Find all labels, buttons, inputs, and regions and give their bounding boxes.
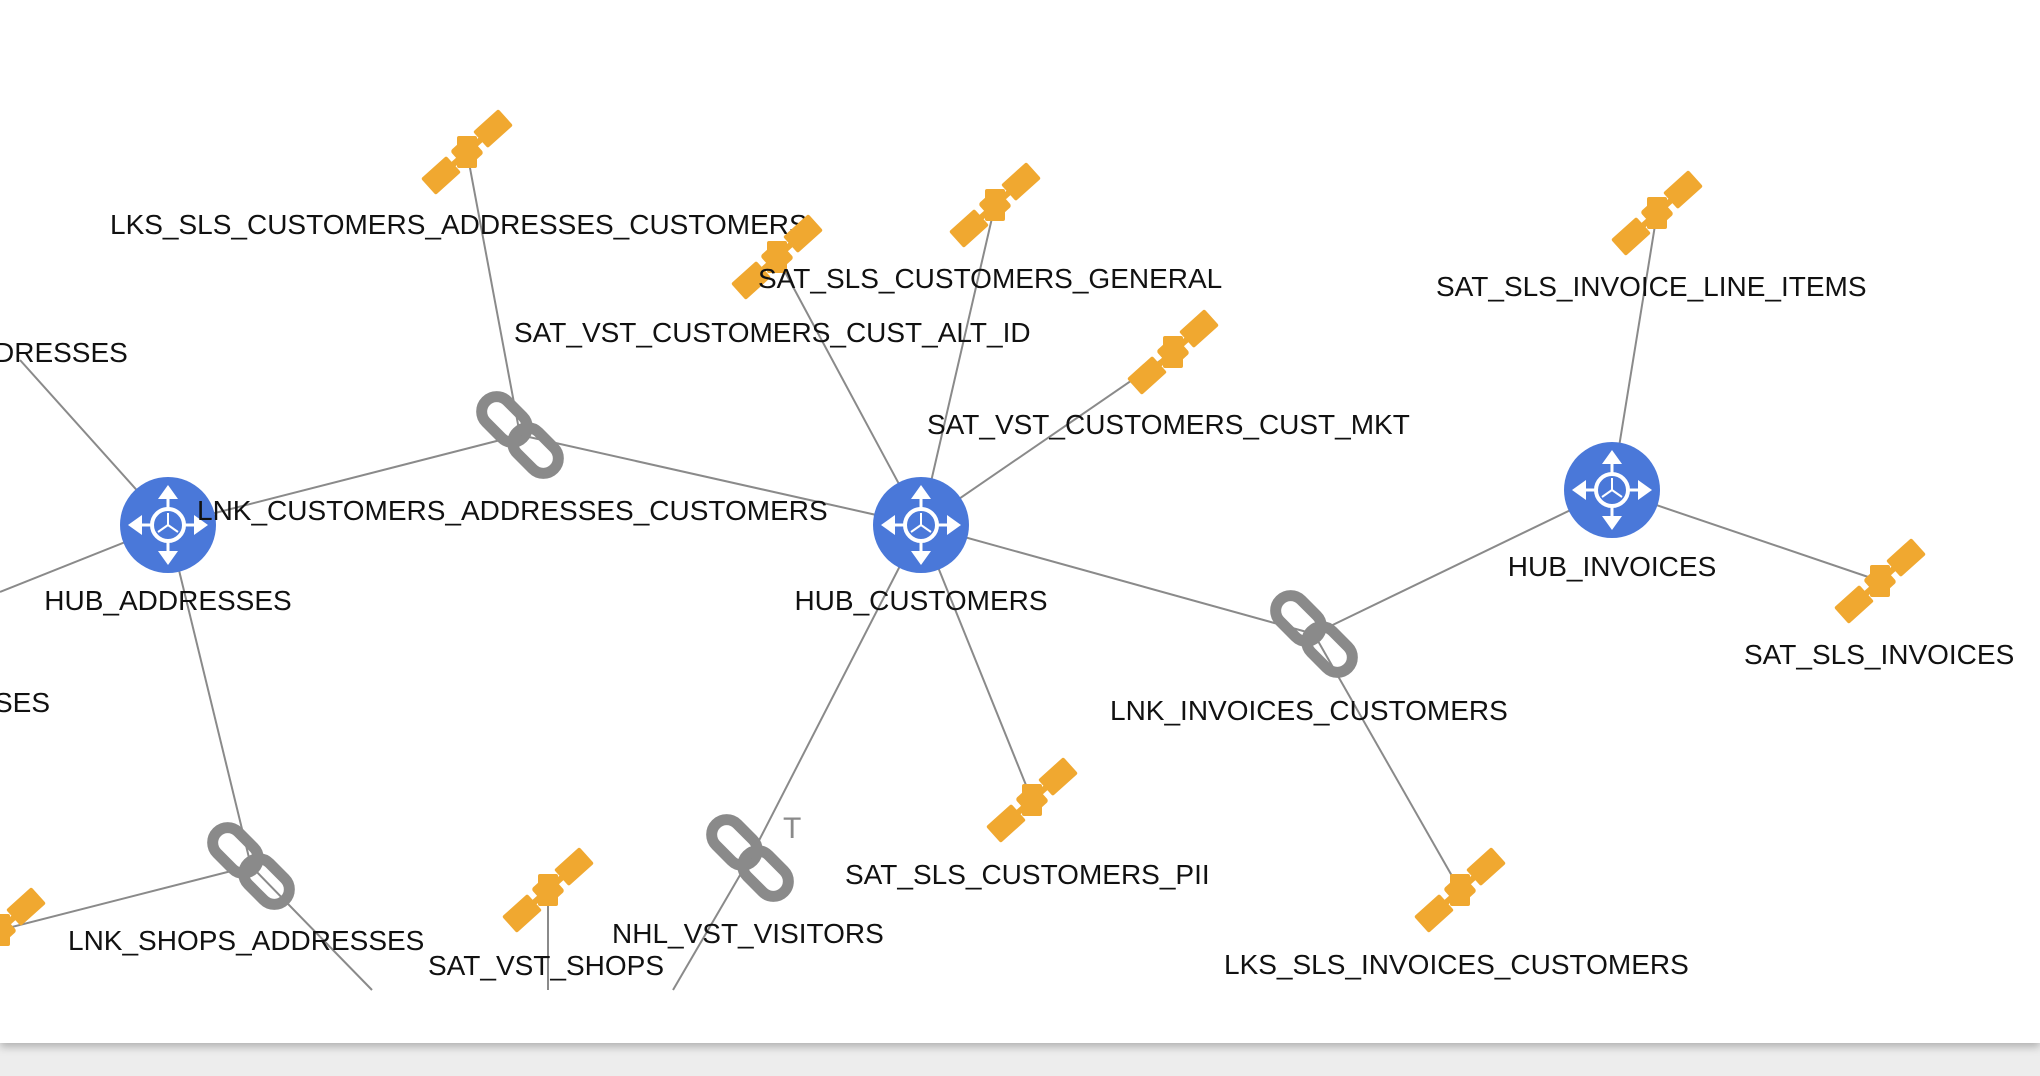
node-sat-left-edge[interactable] [0, 887, 47, 973]
node-sat-sls-customers-pii[interactable]: SAT_SLS_CUSTOMERS_PII [845, 757, 1210, 890]
satellite-icon[interactable] [420, 109, 514, 195]
node-lnk-customers-addresses-customers[interactable]: LNK_CUSTOMERS_ADDRESSES_CUSTOMERS [197, 390, 828, 526]
data-vault-graph: HUB_ADDRESSES HUB_CUSTOMERS HUB_INVOICES LK… [0, 109, 2014, 991]
hub-icon[interactable] [871, 475, 971, 575]
node-label: LNK_INVOICES_CUSTOMERS [1110, 695, 1508, 726]
nodes-layer: HUB_ADDRESSES HUB_CUSTOMERS HUB_INVOICES LK… [0, 109, 2014, 981]
edge-lnk_customers_addresses_customers-lks_sls_customers_addresses_customers [466, 151, 521, 436]
node-label: HUB_CUSTOMERS [794, 585, 1047, 616]
node-nhl-vst-visitors[interactable]: T NHL_VST_VISITORS [612, 812, 884, 949]
edge-lnk_shops_addresses-offscreen_shops [250, 865, 373, 991]
node-label: HUB_ADDRESSES [44, 585, 291, 616]
satellite-icon[interactable] [985, 757, 1079, 843]
node-sat-sls-customers-general[interactable]: SAT_SLS_CUSTOMERS_GENERAL [758, 162, 1222, 294]
node-addresses-partial[interactable]: DRESSES [0, 337, 128, 368]
edge-hub_addresses-lnk_shops_addresses [167, 524, 252, 867]
edge-lnk_invoices_customers-hub_invoices [1313, 489, 1613, 635]
node-sat-sls-invoice-line-items[interactable]: SAT_SLS_INVOICE_LINE_ITEMS [1436, 170, 1867, 302]
node-label: SES [0, 687, 50, 718]
node-label: NHL_VST_VISITORS [612, 918, 884, 949]
node-label: LKS_SLS_CUSTOMERS_ADDRESSES_CUSTOMERS [110, 209, 808, 240]
node-label: LNK_CUSTOMERS_ADDRESSES_CUSTOMERS [197, 495, 828, 526]
link-chain-icon[interactable] [206, 821, 295, 910]
satellite-icon[interactable] [948, 162, 1042, 248]
node-label: SAT_SLS_CUSTOMERS_PII [845, 859, 1210, 890]
link-chain-icon[interactable] [1269, 589, 1358, 678]
node-label: SAT_SLS_CUSTOMERS_GENERAL [758, 263, 1222, 294]
node-sat-vst-shops[interactable]: SAT_VST_SHOPS [428, 847, 664, 981]
edge-lnk_customers_addresses_customers-hub_customers [519, 434, 922, 526]
edge-hub_addresses-lnk_customers_addresses_customers [167, 434, 521, 526]
diagram-canvas: HUB_ADDRESSES HUB_CUSTOMERS HUB_INVOICES LK… [0, 0, 2040, 1043]
node-hub-customers[interactable]: HUB_CUSTOMERS [794, 475, 1048, 616]
node-lks-sls-invoices-customers[interactable]: LKS_SLS_INVOICES_CUSTOMERS [1224, 847, 1689, 980]
edge-nhl_vst_visitors-offscreen_visitors [672, 857, 751, 991]
node-label: SAT_VST_CUSTOMERS_CUST_MKT [927, 409, 1410, 440]
node-label: SAT_VST_CUSTOMERS_CUST_ALT_ID [514, 317, 1031, 348]
satellite-icon[interactable] [1126, 309, 1220, 395]
node-label: SAT_VST_SHOPS [428, 950, 664, 981]
edge-hub_customers-sat_sls_customers_pii [920, 524, 1033, 801]
node-hub-addresses[interactable]: HUB_ADDRESSES [44, 475, 292, 616]
edge-hub_customers-sat_sls_customers_general [920, 204, 996, 526]
satellite-icon[interactable] [0, 887, 47, 973]
link-chain-icon[interactable] [475, 390, 564, 479]
node-lks-sls-customers-addresses-customers[interactable]: LKS_SLS_CUSTOMERS_ADDRESSES_CUSTOMERS [110, 109, 808, 240]
satellite-icon[interactable] [1833, 538, 1927, 624]
hub-icon[interactable] [1562, 440, 1662, 540]
satellite-icon[interactable] [1413, 847, 1507, 933]
node-hub-invoices[interactable]: HUB_INVOICES [1508, 440, 1717, 582]
satellite-icon[interactable] [1610, 170, 1704, 256]
edge-hub_customers-sat_vst_customers_cust_alt_id [776, 256, 922, 526]
node-lnk-invoices-customers[interactable]: LNK_INVOICES_CUSTOMERS [1110, 589, 1508, 726]
node-label: SAT_SLS_INVOICES [1744, 639, 2014, 670]
node-label: LKS_SLS_INVOICES_CUSTOMERS [1224, 949, 1689, 980]
link-chain-icon[interactable] [705, 813, 794, 902]
node-label: DRESSES [0, 337, 128, 368]
edge-lnk_shops_addresses-sat_left_edge [0, 865, 252, 931]
node-sat-vst-customers-cust-alt-id[interactable]: SAT_VST_CUSTOMERS_CUST_ALT_ID [514, 214, 1031, 348]
edge-hub_customers-nhl_vst_visitors [749, 524, 922, 859]
edge-hub_customers-lnk_invoices_customers [920, 524, 1315, 635]
node-sat-vst-customers-cust-mkt[interactable]: SAT_VST_CUSTOMERS_CUST_MKT [927, 309, 1410, 440]
node-badge: T [783, 812, 801, 845]
node-label: HUB_INVOICES [1508, 551, 1717, 582]
node-ses-partial[interactable]: SES [0, 687, 50, 718]
node-label: LNK_SHOPS_ADDRESSES [68, 925, 424, 956]
node-lnk-shops-addresses[interactable]: LNK_SHOPS_ADDRESSES [68, 821, 424, 956]
node-label: SAT_SLS_INVOICE_LINE_ITEMS [1436, 271, 1867, 302]
node-sat-sls-invoices[interactable]: SAT_SLS_INVOICES [1744, 538, 2014, 670]
